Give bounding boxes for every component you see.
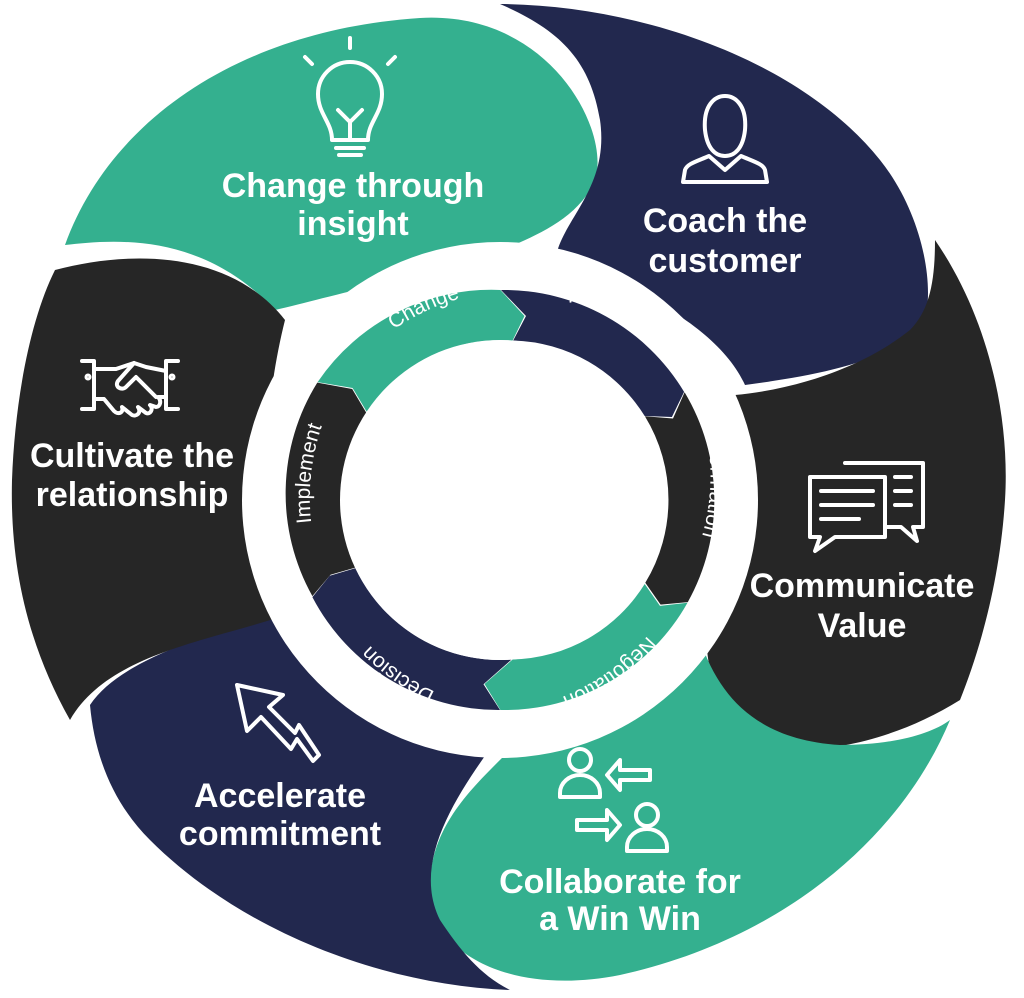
lightbulb-icon bbox=[303, 36, 397, 157]
segment-collaborate-win-win bbox=[429, 640, 951, 981]
label-change-through-insight: Change through insight bbox=[222, 167, 485, 243]
segment-title-line2: relationship bbox=[36, 476, 229, 514]
person-icon bbox=[681, 94, 769, 184]
exchange-people-icon bbox=[558, 747, 669, 853]
segment-coach-the-customer bbox=[500, 4, 928, 385]
segment-title-line2: customer bbox=[648, 242, 801, 280]
inner-step-implement bbox=[285, 382, 367, 597]
inner-ring bbox=[285, 289, 715, 711]
segment-title-line1: Change through bbox=[222, 167, 485, 205]
segment-title-line1: Coach the bbox=[643, 202, 807, 240]
inner-step-information bbox=[644, 392, 715, 605]
segment-title-line1: Cultivate the bbox=[30, 437, 234, 475]
center-circle bbox=[340, 340, 660, 660]
segment-title-line1: Collaborate for bbox=[499, 863, 741, 901]
label-accelerate-commitment: Accelerate commitment bbox=[179, 777, 381, 853]
inner-step-negotiation bbox=[484, 584, 688, 711]
segment-title-line1: Accelerate bbox=[194, 777, 366, 815]
segment-title-line1: Communicate bbox=[750, 567, 975, 605]
segment-title-line2: Value bbox=[818, 607, 907, 645]
trend-arrow-icon bbox=[235, 683, 321, 763]
label-communicate-value: Communicate Value bbox=[750, 567, 975, 645]
segment-communicate-value bbox=[706, 240, 1006, 750]
label-cultivate-the-relationship: Cultivate the relationship bbox=[30, 437, 234, 514]
inner-step-specification bbox=[501, 289, 685, 417]
inner-step-decision bbox=[312, 568, 512, 711]
handshake-icon bbox=[80, 359, 180, 418]
inner-step-change bbox=[317, 289, 525, 413]
segment-title-line2: commitment bbox=[179, 815, 381, 853]
label-collaborate-win-win: Collaborate for a Win Win bbox=[499, 863, 741, 938]
segment-cultivate-the-relationship bbox=[11, 258, 301, 720]
segment-change-through-insight bbox=[65, 17, 598, 311]
chat-bubbles-icon bbox=[808, 461, 925, 553]
segment-title-line2: a Win Win bbox=[539, 900, 701, 938]
label-coach-the-customer: Coach the customer bbox=[643, 202, 807, 280]
segment-title-line2: insight bbox=[297, 205, 408, 243]
